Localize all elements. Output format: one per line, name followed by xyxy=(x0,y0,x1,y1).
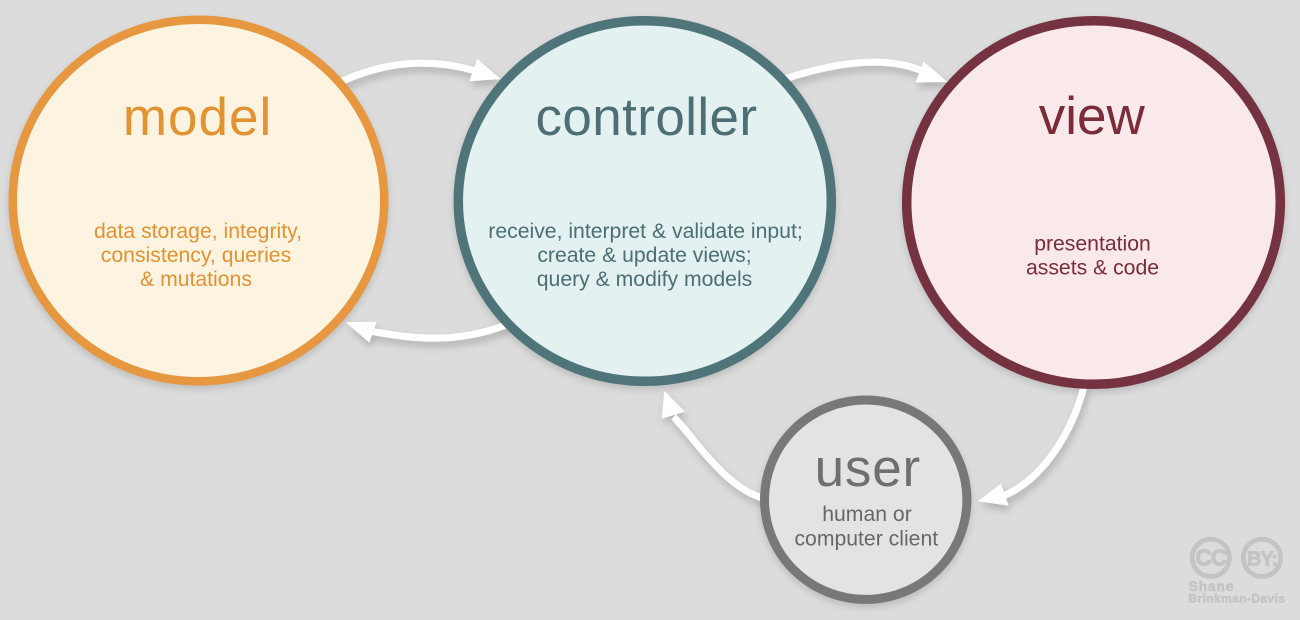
svg-text:model: model xyxy=(123,88,272,147)
svg-text:BY:: BY: xyxy=(1247,549,1277,571)
svg-text:& mutations: & mutations xyxy=(140,268,252,291)
svg-text:human or: human or xyxy=(822,503,912,526)
svg-text:Shane: Shane xyxy=(1189,579,1235,594)
svg-text:computer client: computer client xyxy=(794,527,938,550)
svg-text:create & update views;: create & update views; xyxy=(537,244,751,267)
svg-text:user: user xyxy=(815,439,921,498)
svg-text:assets & code: assets & code xyxy=(1026,257,1159,280)
svg-text:consistency, queries: consistency, queries xyxy=(101,244,291,267)
svg-text:receive, interpret & validate: receive, interpret & validate input; xyxy=(488,220,802,243)
svg-text:view: view xyxy=(1039,87,1146,146)
svg-text:data storage, integrity,: data storage, integrity, xyxy=(94,220,302,243)
svg-text:presentation: presentation xyxy=(1034,233,1151,256)
svg-text:query & modify models: query & modify models xyxy=(537,268,753,291)
svg-text:Brinkman-Davis: Brinkman-Davis xyxy=(1188,592,1285,606)
svg-text:CC: CC xyxy=(1195,545,1226,571)
svg-text:controller: controller xyxy=(536,88,758,147)
